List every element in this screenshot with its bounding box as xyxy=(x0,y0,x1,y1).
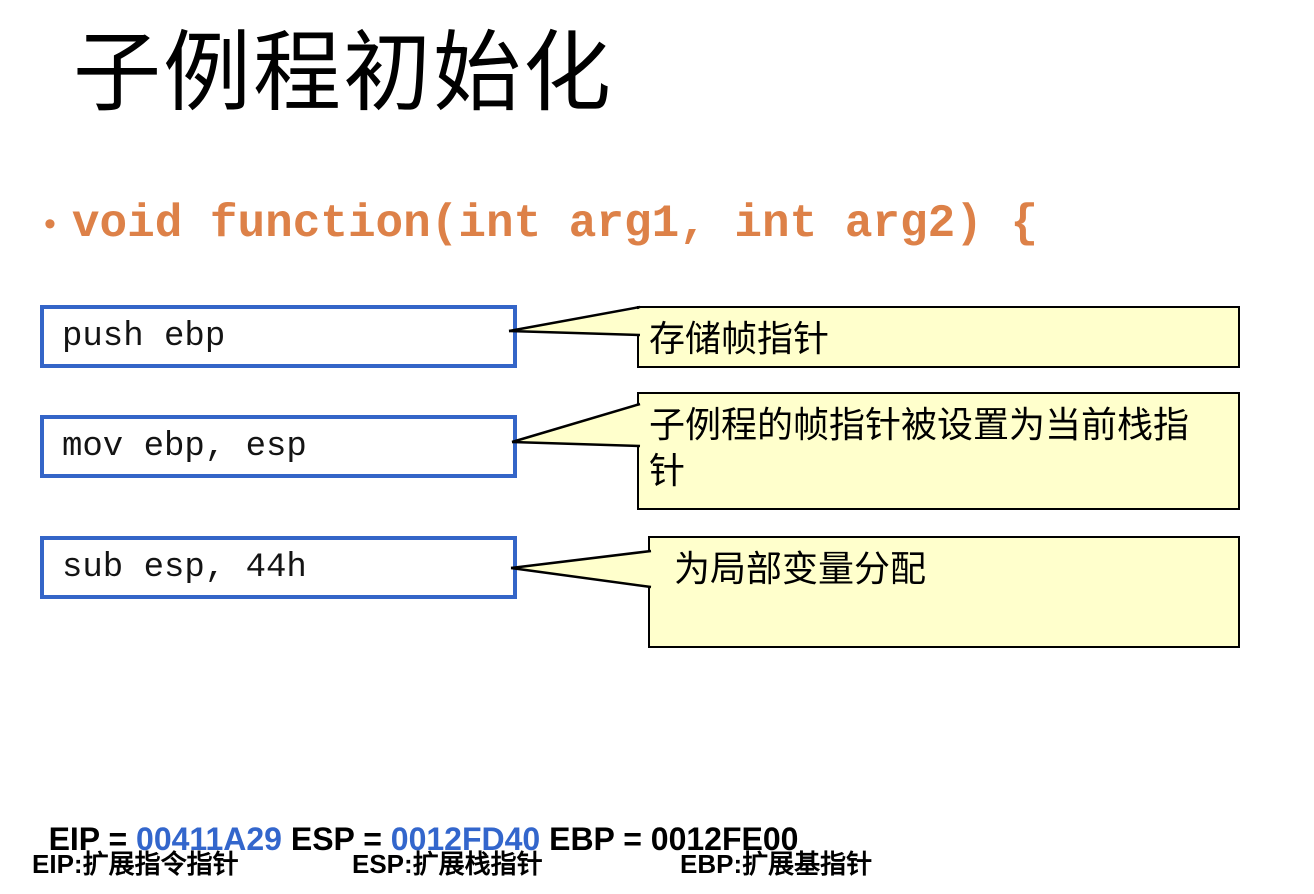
code-box-push-ebp: push ebp xyxy=(40,305,517,368)
callout-tail-2-edge xyxy=(511,402,641,444)
callout-tail-3-edge xyxy=(510,566,652,589)
callout-text: 存储帧指针 xyxy=(649,318,830,359)
register-value-esp: 0012FD40 xyxy=(390,821,541,857)
callout-text: 为局部变量分配 xyxy=(674,548,927,589)
callout-store-frame-pointer: 存储帧指针 xyxy=(637,306,1240,368)
code-box-label: mov ebp, esp xyxy=(62,427,307,466)
register-definition-eip: EIP:扩展指令指针 xyxy=(32,849,239,879)
callout-tail-1 xyxy=(509,308,644,335)
callout-tail-2-edge xyxy=(511,440,641,448)
function-declaration-line: • void function(int arg1, int arg2) { xyxy=(44,196,1038,252)
function-declaration-code: void function(int arg1, int arg2) { xyxy=(71,198,1039,250)
register-values-line: EIP = 00411A29 ESP = 0012FD40 EBP = 0012… xyxy=(13,784,799,894)
code-box-sub-esp: sub esp, 44h xyxy=(40,536,517,599)
callout-set-frame-pointer: 子例程的帧指针被设置为当前栈指针 xyxy=(637,392,1240,510)
callout-allocate-locals: 为局部变量分配 xyxy=(648,536,1240,648)
register-label-value-ebp: EBP = 0012FE00 xyxy=(540,821,799,857)
callout-tail-3-edge xyxy=(510,549,652,570)
register-definition-ebp: EBP:扩展基指针 xyxy=(680,849,873,879)
bullet-icon: • xyxy=(44,205,56,243)
callout-tail-3 xyxy=(511,551,655,587)
code-box-label: sub esp, 44h xyxy=(62,548,307,587)
register-definition-esp: ESP:扩展栈指针 xyxy=(352,849,543,879)
callout-tail-2 xyxy=(512,404,644,446)
page-title: 子例程初始化 xyxy=(73,23,614,122)
register-label-eip: EIP = xyxy=(48,821,137,857)
register-label-esp: ESP = xyxy=(281,821,391,857)
callout-text: 子例程的帧指针被设置为当前栈指针 xyxy=(649,404,1190,491)
callout-tail-1-edge xyxy=(508,305,641,333)
code-box-label: push ebp xyxy=(62,317,226,356)
code-box-mov-ebp-esp: mov ebp, esp xyxy=(40,415,517,478)
callout-tail-1-edge xyxy=(508,329,641,337)
register-value-eip: 00411A29 xyxy=(136,821,282,857)
